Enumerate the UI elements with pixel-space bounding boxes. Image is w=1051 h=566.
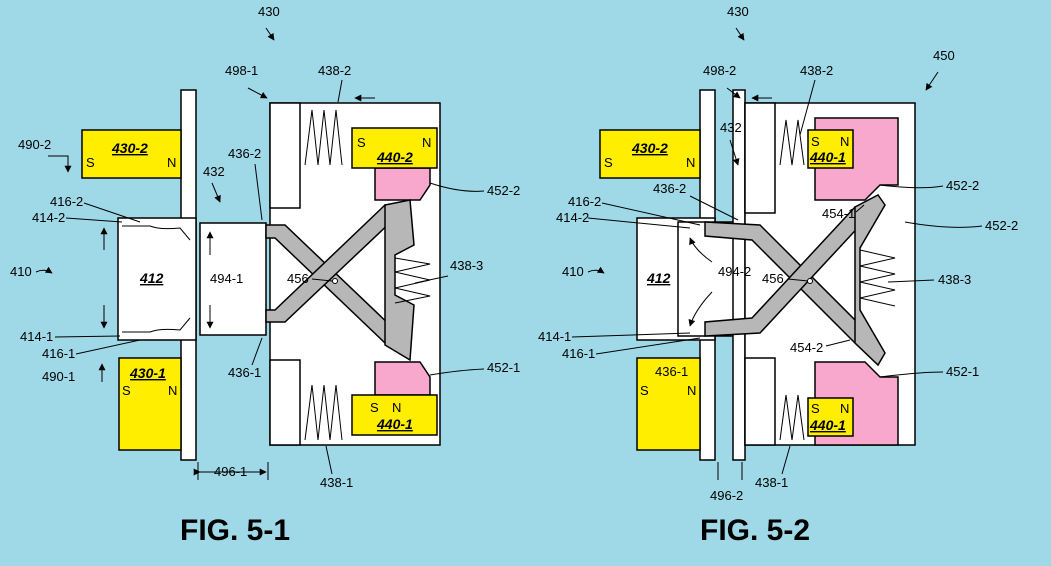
- ref-452-1-label: 452-1: [487, 360, 520, 375]
- pole-n: N: [840, 401, 849, 416]
- ref-454-2-label: 454-2: [790, 340, 823, 355]
- magnet-440-2: [351, 127, 438, 169]
- figure-5-2: 430-2 S N 436-1 S N 412 S N 440-1 S N 44…: [538, 4, 1018, 547]
- pivot-456: [807, 278, 813, 284]
- spring-438-3-label: 438-3: [450, 258, 483, 273]
- ref-454-1-label: 454-1: [822, 206, 855, 221]
- latch-jaw: [854, 194, 886, 367]
- ref-452-1-label: 452-1: [946, 364, 979, 379]
- magnet-436-1-label: 436-1: [655, 364, 688, 379]
- spring-438-2-label: 438-2: [318, 63, 351, 78]
- magnet-440-1-bottom: [807, 397, 854, 437]
- magnet-430-1-label: 430-1: [129, 365, 166, 381]
- spring-438-1-label: 438-1: [320, 475, 353, 490]
- spring-438-3: [859, 249, 896, 307]
- adapter-410-label: 410: [562, 264, 584, 279]
- pole-n: N: [167, 155, 176, 170]
- spring-438-3-label: 438-3: [938, 272, 971, 287]
- ref-498-2-label: 498-2: [703, 63, 736, 78]
- spring-438-1: [779, 394, 805, 441]
- ref-452-2-label: 452-2: [487, 183, 520, 198]
- adapter-body-412: [117, 217, 197, 341]
- device-430-label: 430: [258, 4, 280, 19]
- gap-494-2-label: 494-2: [718, 264, 751, 279]
- pole-n: N: [422, 135, 431, 150]
- pivot-456-label: 456: [762, 271, 784, 286]
- ref-452-2-side-label: 452-2: [985, 218, 1018, 233]
- ref-436-1-label: 436-1: [228, 365, 261, 380]
- magnet-430-2-label: 430-2: [631, 140, 668, 156]
- housing-wall-bottom: [269, 359, 301, 446]
- magnet-430-2: [599, 129, 701, 179]
- housing-wall-top: [744, 102, 776, 214]
- port-412-label: 412: [646, 270, 671, 286]
- pole-s: S: [604, 155, 613, 170]
- pole-s: S: [811, 134, 820, 149]
- ref-436-2-label: 436-2: [228, 146, 261, 161]
- housing-wall-bottom: [744, 357, 776, 446]
- ref-432-label: 432: [720, 120, 742, 135]
- magnet-440-1: [351, 394, 438, 436]
- ref-414-1-label: 414-1: [538, 329, 571, 344]
- spring-438-2: [304, 109, 343, 166]
- pole-s: S: [357, 135, 366, 150]
- contact-414-2: [122, 225, 191, 241]
- magnet-440-1-label: 440-1: [809, 149, 846, 165]
- latch-jaw: [384, 199, 415, 362]
- pivot-456-label: 456: [287, 271, 309, 286]
- magnet-430-2: [81, 129, 182, 179]
- magnet-436-1: [636, 357, 701, 451]
- device-430-label: 430: [727, 4, 749, 19]
- gap-494-1-label: 494-1: [210, 271, 243, 286]
- housing-450-label: 450: [933, 48, 955, 63]
- width-496-1-label: 496-1: [214, 464, 247, 479]
- ref-498-1-label: 498-1: [225, 63, 258, 78]
- pivot-456: [332, 278, 338, 284]
- spring-438-2-label: 438-2: [800, 63, 833, 78]
- figure-5-1-caption: FIG. 5-1: [180, 514, 290, 547]
- housing-wall-top: [269, 102, 301, 209]
- width-496-2-label: 496-2: [710, 488, 743, 503]
- pole-n: N: [392, 400, 401, 415]
- ref-452-2-label: 452-2: [946, 178, 979, 193]
- magnet-440-1-top: [807, 129, 854, 169]
- magnet-440-1-label: 440-1: [809, 417, 846, 433]
- contact-414-1: [122, 317, 191, 333]
- pole-n: N: [168, 383, 177, 398]
- magnet-440-2-label: 440-2: [376, 149, 413, 165]
- plug-494-1: [199, 222, 267, 336]
- ref-416-1-label: 416-1: [42, 346, 75, 361]
- ref-490-2-label: 490-2: [18, 137, 51, 152]
- figure-5-1: 430-2 S N 430-1 S N 412 494-1 S N 440-2 …: [10, 4, 520, 547]
- pad-452-2: [374, 167, 431, 201]
- pole-n: N: [686, 155, 695, 170]
- ref-432-label: 432: [203, 164, 225, 179]
- pole-s: S: [811, 401, 820, 416]
- pole-n: N: [840, 134, 849, 149]
- magnet-440-1-label: 440-1: [376, 416, 413, 432]
- ref-414-2-label: 414-2: [556, 210, 589, 225]
- magnet-430-2-label: 430-2: [111, 140, 148, 156]
- pole-s: S: [86, 155, 95, 170]
- ref-416-2-label: 416-2: [50, 194, 83, 209]
- ref-436-2-label: 436-2: [653, 181, 686, 196]
- ref-490-1-label: 490-1: [42, 369, 75, 384]
- pole-s: S: [640, 383, 649, 398]
- pole-s: S: [370, 400, 379, 415]
- adapter-410-label: 410: [10, 264, 32, 279]
- magnet-430-1: [118, 357, 182, 451]
- port-412-label: 412: [139, 270, 164, 286]
- pole-s: S: [122, 383, 131, 398]
- spring-438-1: [304, 384, 343, 441]
- ref-414-2-label: 414-2: [32, 210, 65, 225]
- plug-inserted: [677, 221, 739, 337]
- ref-414-1-label: 414-1: [20, 329, 53, 344]
- pad-452-1: [374, 361, 431, 396]
- pole-n: N: [687, 383, 696, 398]
- spring-438-1-label: 438-1: [755, 475, 788, 490]
- ref-416-2-label: 416-2: [568, 194, 601, 209]
- ref-416-1-label: 416-1: [562, 346, 595, 361]
- figure-5-2-caption: FIG. 5-2: [700, 514, 810, 547]
